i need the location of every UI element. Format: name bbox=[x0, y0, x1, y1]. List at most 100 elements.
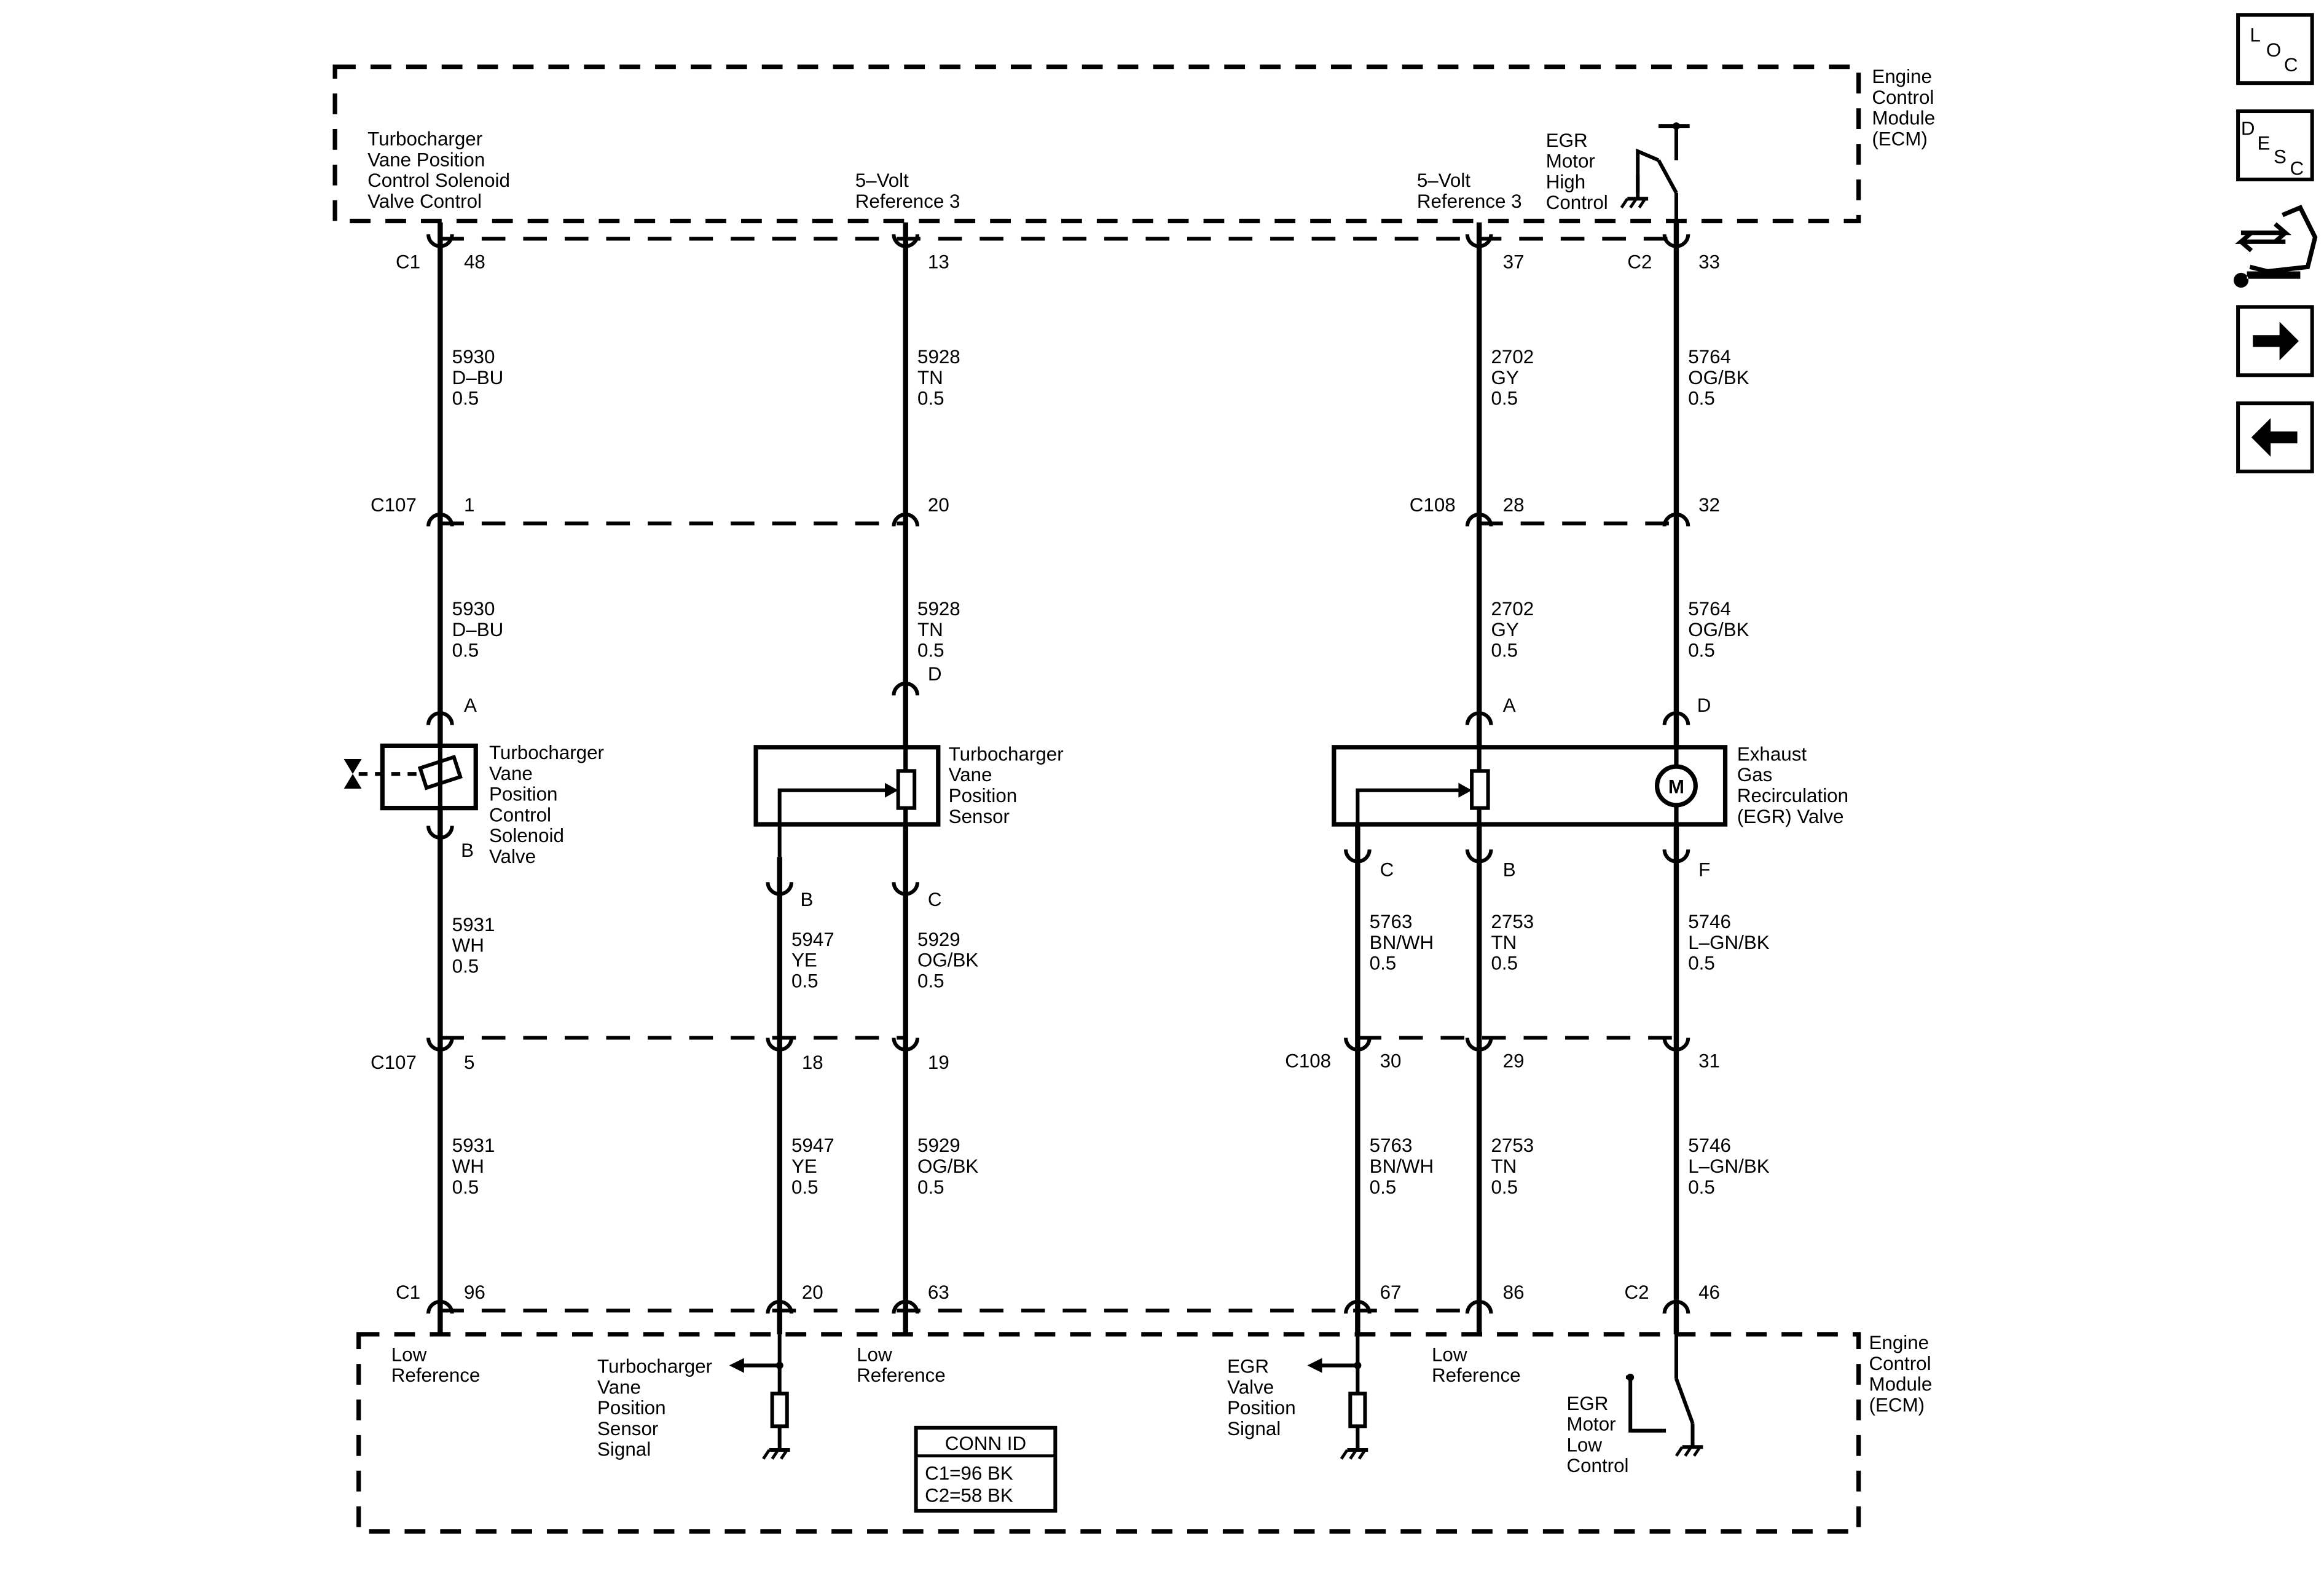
connector-c1-bottom: C1 bbox=[396, 1282, 420, 1303]
label-line: TN bbox=[1491, 1156, 1517, 1177]
connector-c2-bottom: C2 bbox=[1625, 1282, 1649, 1303]
pin: 18 bbox=[802, 1052, 823, 1073]
wire-label: 5930 bbox=[452, 346, 495, 368]
wire-label: 5746 bbox=[1688, 1135, 1731, 1156]
label-line: TN bbox=[1491, 932, 1517, 953]
label-line: Signal bbox=[1227, 1418, 1281, 1439]
label-line: Position bbox=[1227, 1397, 1296, 1419]
pin: 48 bbox=[464, 251, 485, 273]
pin: 33 bbox=[1698, 251, 1720, 273]
wire-label: 5764 bbox=[1688, 598, 1731, 620]
label-line: Control bbox=[1566, 1455, 1628, 1476]
label-line: YE bbox=[791, 1156, 817, 1177]
wire-label: 5930 bbox=[452, 598, 495, 620]
egr-low-switch-icon bbox=[1625, 1334, 1695, 1433]
label-line: Position bbox=[489, 784, 558, 805]
pin: 28 bbox=[1503, 494, 1525, 516]
previous-arrow-button[interactable] bbox=[2236, 401, 2314, 474]
wire-label: 2702 bbox=[1491, 346, 1534, 368]
label-line: Reference 3 bbox=[1417, 191, 1522, 212]
label-line: Vane bbox=[597, 1376, 641, 1398]
comp-pin: B bbox=[800, 889, 813, 910]
schematic-icon[interactable] bbox=[2233, 205, 2318, 288]
pin: 37 bbox=[1503, 251, 1525, 273]
term-low-ref-1: Low bbox=[391, 1344, 427, 1365]
desc-icon: D bbox=[2241, 118, 2255, 140]
solenoid-label: Turbocharger bbox=[489, 742, 604, 763]
label-line: Position bbox=[949, 785, 1018, 806]
label-line: Sensor bbox=[949, 806, 1010, 827]
comp-pin: A bbox=[464, 695, 477, 716]
wire-label: 2753 bbox=[1491, 1135, 1534, 1156]
label-line: E bbox=[2257, 133, 2270, 154]
label-line: (EGR) Valve bbox=[1737, 806, 1844, 827]
label-line: L–GN/BK bbox=[1688, 1156, 1769, 1177]
connector-c107-b: C107 bbox=[371, 1052, 417, 1073]
label-line: OG/BK bbox=[917, 950, 978, 971]
label-line: TN bbox=[917, 367, 943, 388]
conn-id-table: CONN ID C1=96 BK C2=58 BK bbox=[914, 1425, 1058, 1513]
term-low-ref-2: Low bbox=[857, 1344, 892, 1365]
term-5v-ref-a: 5–Volt bbox=[855, 170, 909, 191]
wire-label: 5931 bbox=[452, 1135, 495, 1156]
comp-pin: D bbox=[928, 663, 942, 685]
connector-c108-a: C108 bbox=[1410, 494, 1456, 516]
label-line: 0.5 bbox=[917, 388, 944, 409]
conn-id-line-1: C1=96 BK bbox=[925, 1462, 1013, 1484]
label-line: C bbox=[2284, 54, 2298, 76]
term-5v-ref-b: 5–Volt bbox=[1417, 170, 1470, 191]
label-line: 0.5 bbox=[917, 971, 944, 992]
label-line: Vane bbox=[489, 763, 533, 784]
label-line: 0.5 bbox=[1491, 1176, 1518, 1198]
ecm-top-label: Engine bbox=[1872, 66, 1932, 87]
terminal-arcs bbox=[426, 234, 1690, 1314]
pin: 46 bbox=[1698, 1282, 1720, 1303]
label-line: 0.5 bbox=[1688, 953, 1715, 974]
wire-label: 5929 bbox=[917, 1135, 960, 1156]
label-line: Module bbox=[1869, 1374, 1933, 1395]
label-line: Motor bbox=[1566, 1414, 1615, 1435]
wire-label: 5746 bbox=[1688, 911, 1731, 932]
desc-button[interactable]: D E S C bbox=[2236, 109, 2314, 181]
loc-button[interactable]: L O C bbox=[2236, 13, 2314, 85]
pin: 19 bbox=[928, 1052, 949, 1073]
potentiometer-icon bbox=[896, 769, 917, 810]
next-arrow-button[interactable] bbox=[2236, 305, 2314, 377]
next-arrow-icon bbox=[2253, 321, 2299, 361]
label-line: 0.5 bbox=[791, 1176, 819, 1198]
pin: 20 bbox=[928, 494, 949, 516]
wire-label: 2753 bbox=[1491, 911, 1534, 932]
label-line: Control bbox=[1546, 192, 1608, 213]
pin: 13 bbox=[928, 251, 949, 273]
wire-label: 5763 bbox=[1370, 1135, 1413, 1156]
previous-arrow-icon bbox=[2251, 418, 2298, 457]
label-line: Recirculation bbox=[1737, 785, 1848, 806]
connector-c2-top: C2 bbox=[1627, 251, 1652, 273]
conn-id-line-2: C2=58 BK bbox=[925, 1484, 1013, 1506]
label-line: WH bbox=[452, 935, 484, 956]
connector-c107-a: C107 bbox=[371, 494, 417, 516]
label-line: O bbox=[2266, 39, 2281, 61]
label-line: Reference bbox=[857, 1364, 946, 1386]
label-line: Gas bbox=[1737, 764, 1772, 786]
label-line: Reference 3 bbox=[855, 191, 960, 212]
label-line: Sensor bbox=[597, 1418, 658, 1439]
label-line: Vane bbox=[949, 764, 992, 786]
label-line: 0.5 bbox=[917, 640, 944, 661]
label-line: OG/BK bbox=[1688, 367, 1749, 388]
wire-label: 5947 bbox=[791, 929, 834, 950]
comp-pin: F bbox=[1698, 859, 1710, 881]
tvps-signal-circuit-icon bbox=[740, 1334, 789, 1428]
label-line: 0.5 bbox=[1491, 640, 1518, 661]
conn-id-title: CONN ID bbox=[945, 1433, 1026, 1454]
label-line: BN/WH bbox=[1370, 1156, 1434, 1177]
comp-pin: C bbox=[928, 889, 942, 910]
term-egr-motor-low: EGR bbox=[1566, 1393, 1608, 1414]
pin: 30 bbox=[1380, 1050, 1402, 1072]
pin: 86 bbox=[1503, 1282, 1525, 1303]
label-line: WH bbox=[452, 1156, 484, 1177]
wires bbox=[438, 222, 1679, 1334]
label-line: Valve Control bbox=[367, 191, 482, 212]
pin: 63 bbox=[928, 1282, 949, 1303]
label-line: Motor bbox=[1546, 151, 1595, 172]
